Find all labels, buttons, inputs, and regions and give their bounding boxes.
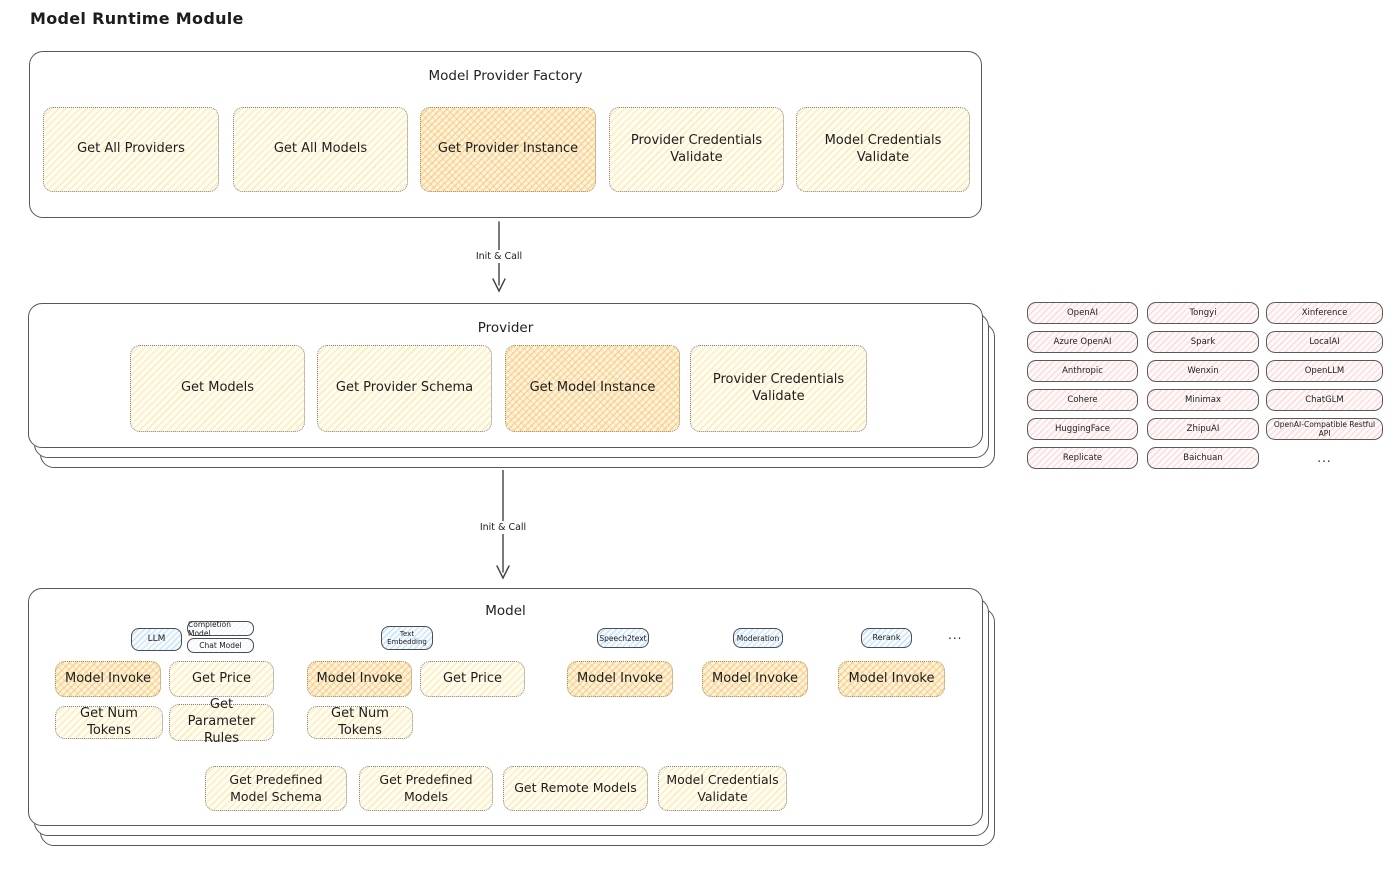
provider-list-ellipsis: ... — [1317, 451, 1332, 465]
node-get-num-tokens-text-embedding: Get Num Tokens — [307, 706, 413, 739]
node-model-invoke-speech2text: Model Invoke — [567, 661, 673, 697]
arrow-label-init-call-1: Init & Call — [468, 250, 530, 263]
node-get-num-tokens-llm: Get Num Tokens — [55, 706, 163, 739]
provider-pill-minimax: Minimax — [1147, 389, 1259, 411]
provider-pill-wenxin: Wenxin — [1147, 360, 1259, 382]
provider-box-title: Provider — [477, 320, 534, 336]
node-get-remote-models: Get Remote Models — [503, 766, 648, 811]
provider-pill-cohere: Cohere — [1027, 389, 1138, 411]
node-get-predefined-models: Get Predefined Models — [359, 766, 493, 811]
node-get-provider-schema: Get Provider Schema — [317, 345, 492, 432]
node-get-price-text-embedding: Get Price — [420, 661, 525, 697]
provider-pill-openllm: OpenLLM — [1266, 360, 1383, 382]
node-get-model-instance: Get Model Instance — [505, 345, 680, 432]
node-get-provider-instance: Get Provider Instance — [420, 107, 596, 192]
arrow-label-init-call-2: Init & Call — [472, 521, 534, 534]
node-get-price-llm: Get Price — [169, 661, 274, 697]
provider-pill-spark: Spark — [1147, 331, 1259, 353]
provider-pill-openai-compatible: OpenAI-Compatible Restful API — [1266, 418, 1383, 440]
tag-moderation: Moderation — [733, 628, 783, 648]
provider-pill-column-2: Tongyi Spark Wenxin Minimax ZhipuAI Baic… — [1147, 302, 1259, 469]
tag-rerank: Rerank — [861, 628, 912, 648]
node-model-credentials-validate-2: Model Credentials Validate — [658, 766, 787, 811]
provider-pill-column-3: Xinference LocalAI OpenLLM ChatGLM OpenA… — [1266, 302, 1383, 469]
provider-pill-chatglm: ChatGLM — [1266, 389, 1383, 411]
node-get-all-providers: Get All Providers — [43, 107, 219, 192]
provider-pill-replicate: Replicate — [1027, 447, 1138, 469]
provider-pill-tongyi: Tongyi — [1147, 302, 1259, 324]
node-get-models: Get Models — [130, 345, 305, 432]
node-provider-credentials-validate-2: Provider Credentials Validate — [690, 345, 867, 432]
provider-pill-azure-openai: Azure OpenAI — [1027, 331, 1138, 353]
node-get-all-models: Get All Models — [233, 107, 408, 192]
factory-box-title: Model Provider Factory — [428, 68, 583, 84]
node-get-parameter-rules: Get Parameter Rules — [169, 697, 274, 746]
provider-pill-anthropic: Anthropic — [1027, 360, 1138, 382]
node-model-invoke-llm: Model Invoke — [55, 661, 161, 697]
provider-pill-huggingface: HuggingFace — [1027, 418, 1138, 440]
provider-pill-column-1: OpenAI Azure OpenAI Anthropic Cohere Hug… — [1027, 302, 1138, 469]
node-model-invoke-text-embedding: Model Invoke — [307, 661, 412, 697]
page-title: Model Runtime Module — [30, 9, 244, 28]
provider-pill-baichuan: Baichuan — [1147, 447, 1259, 469]
tag-text-embedding: Text Embedding — [381, 626, 433, 650]
tag-completion-model: Completion Model — [187, 620, 254, 638]
provider-pill-xinference: Xinference — [1266, 302, 1383, 324]
node-model-invoke-moderation: Model Invoke — [702, 661, 808, 697]
tag-speech2text: Speech2text — [597, 628, 649, 648]
node-provider-credentials-validate: Provider Credentials Validate — [609, 107, 784, 192]
provider-pill-zhipuai: ZhipuAI — [1147, 418, 1259, 440]
tag-llm: LLM — [131, 628, 182, 651]
provider-pill-localai: LocalAI — [1266, 331, 1383, 353]
model-box-title: Model — [485, 603, 526, 619]
provider-pill-openai: OpenAI — [1027, 302, 1138, 324]
node-model-invoke-rerank: Model Invoke — [838, 661, 945, 697]
tag-chat-model: Chat Model — [187, 638, 254, 653]
model-types-ellipsis: ... — [948, 628, 963, 642]
node-get-predefined-model-schema: Get Predefined Model Schema — [205, 766, 347, 811]
node-model-credentials-validate: Model Credentials Validate — [796, 107, 970, 192]
